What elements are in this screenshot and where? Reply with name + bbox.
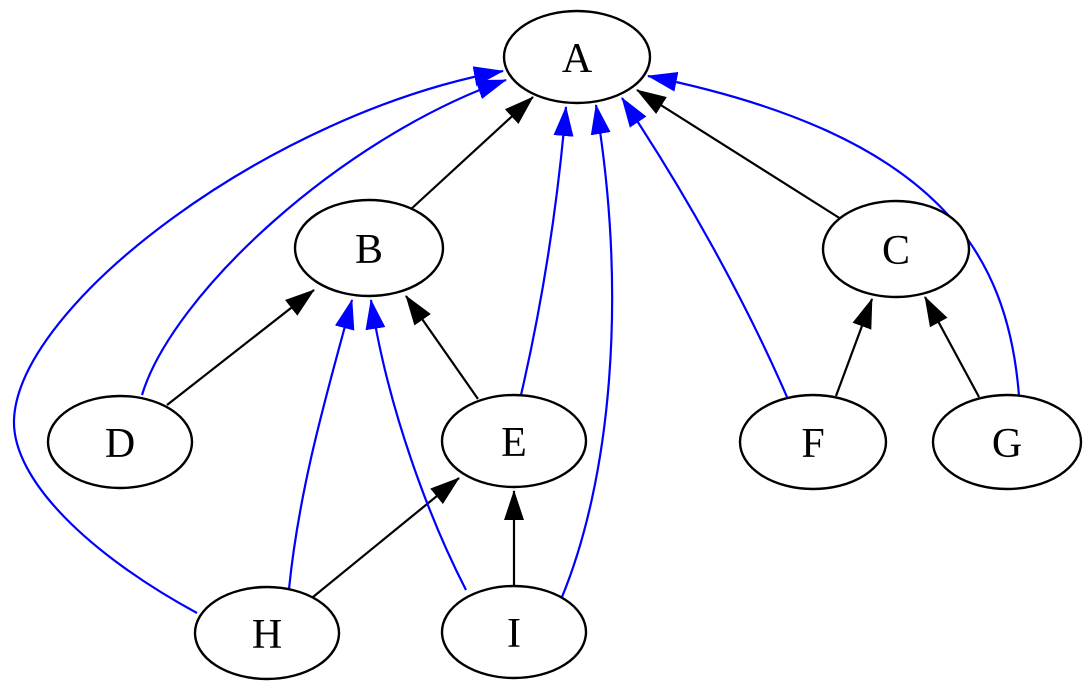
node-H-ellipse [193,585,341,681]
node-I: I [440,584,588,680]
edge-layer [12,66,1021,614]
edge-H-E [312,477,460,598]
node-G-label: G [992,421,1022,467]
node-B: B [293,198,445,298]
node-H: H [193,585,341,681]
edge-H-A [12,66,504,614]
edge-I-B [365,299,467,591]
edge-F-A [621,97,789,398]
node-A-ellipse [502,9,652,105]
node-F-label: F [801,421,824,467]
node-C-label: C [882,228,910,274]
edge-G-A [647,71,1021,397]
node-A: A [502,9,652,105]
edge-I-A [560,104,614,598]
node-B-ellipse [293,198,445,298]
edge-D-A [140,78,507,396]
node-layer: A B C D E F G H I [46,9,1083,681]
node-E: E [440,393,588,489]
node-H-label: H [252,612,282,658]
edge-E-A [519,106,574,396]
node-F: F [738,393,888,491]
edge-D-B [166,289,315,406]
edge-F-C [834,298,874,397]
node-G-ellipse [931,393,1083,491]
edge-G-C [924,296,980,398]
node-B-label: B [355,227,383,273]
node-I-label: I [507,611,521,657]
node-D-ellipse [46,394,194,490]
edge-E-B [405,295,479,400]
node-F-ellipse [738,393,888,491]
node-C-ellipse [821,199,971,299]
edge-B-A [409,96,534,211]
edge-C-A [636,89,842,220]
node-I-ellipse [440,584,588,680]
node-E-label: E [501,420,527,466]
node-C: C [821,199,971,299]
node-A-label: A [562,36,593,82]
node-E-ellipse [440,393,588,489]
node-D-label: D [105,421,135,467]
edge-H-B [287,299,355,590]
node-D: D [46,394,194,490]
node-G: G [931,393,1083,491]
